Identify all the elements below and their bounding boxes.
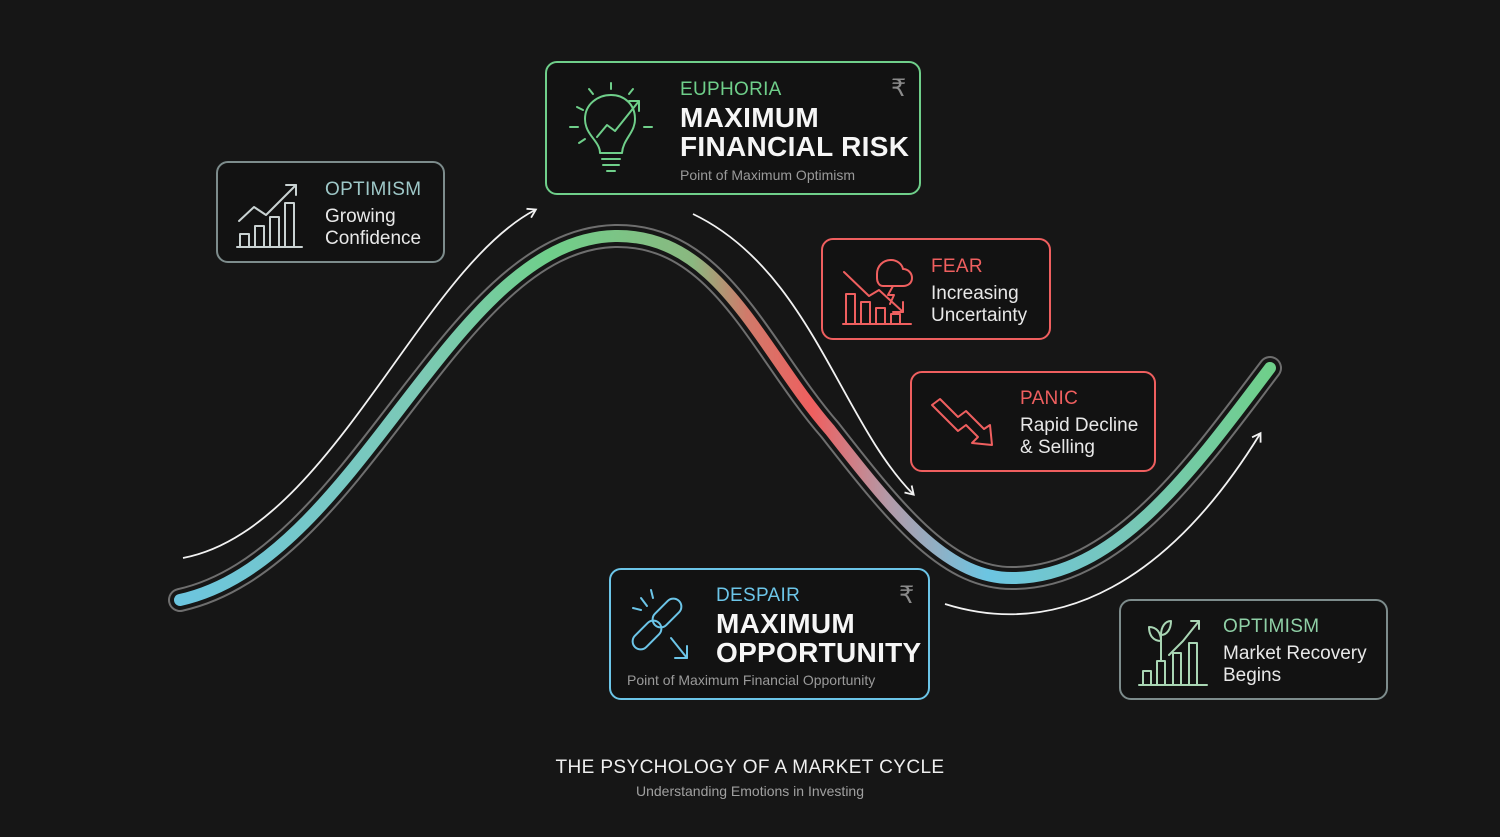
optimism-start-description-line2: Confidence	[325, 228, 422, 249]
despair-label: DESPAIR	[716, 585, 801, 606]
optimism-end-description-line2: Begins	[1223, 665, 1282, 686]
optimism-end-label: OPTIMISM	[1223, 616, 1320, 637]
euphoria-card: EUPHORIA MAXIMUM FINANCIAL RISK Point of…	[545, 61, 921, 195]
despair-headline-line1: MAXIMUM	[716, 608, 855, 639]
rupee-icon: ₹	[891, 75, 907, 102]
rupee-icon: ₹	[899, 582, 915, 609]
panic-description-line1: Rapid Decline	[1020, 415, 1139, 436]
zigzag-down-arrow-icon	[931, 398, 993, 446]
despair-card: DESPAIR MAXIMUM OPPORTUNITY Point of Max…	[609, 568, 930, 700]
euphoria-headline-line1: MAXIMUM	[680, 102, 819, 133]
diagram-subtitle: Understanding Emotions in Investing	[635, 783, 865, 799]
diagram-title: THE PSYCHOLOGY OF A MARKET CYCLE	[555, 757, 945, 778]
fear-label: FEAR	[931, 256, 983, 277]
panic-card: PANIC Rapid Decline & Selling	[910, 371, 1156, 472]
optimism-market-recovery-card: OPTIMISM Market Recovery Begins	[1119, 599, 1388, 700]
rising-arrow-left	[182, 207, 538, 559]
storm-cloud-falling-chart-icon	[842, 259, 913, 325]
panic-description-line2: & Selling	[1020, 437, 1095, 458]
despair-headline-line2: OPPORTUNITY	[716, 637, 922, 668]
sprout-growth-chart-icon	[1138, 620, 1208, 686]
euphoria-headline-line2: FINANCIAL RISK	[680, 131, 910, 162]
euphoria-label: EUPHORIA	[680, 79, 782, 100]
falling-arrow-middle	[692, 213, 915, 496]
panic-label: PANIC	[1020, 388, 1079, 409]
despair-subtext: Point of Maximum Financial Opportunity	[627, 672, 876, 688]
fear-description-line2: Uncertainty	[931, 305, 1028, 326]
optimism-end-description-line1: Market Recovery	[1223, 643, 1367, 664]
optimism-start-label: OPTIMISM	[325, 179, 422, 200]
rising-arrow-right	[944, 431, 1262, 616]
fear-description-line1: Increasing	[931, 283, 1019, 304]
lightbulb-growth-icon	[569, 82, 653, 172]
fear-card: FEAR Increasing Uncertainty	[821, 238, 1051, 340]
optimism-start-description-line1: Growing	[325, 206, 396, 227]
rising-bar-chart-icon	[236, 184, 303, 248]
optimism-growing-confidence-card: OPTIMISM Growing Confidence	[216, 161, 445, 263]
broken-chain-icon	[631, 589, 688, 659]
euphoria-subtext: Point of Maximum Optimism	[680, 167, 856, 183]
curve-gradient-line	[174, 229, 1276, 606]
